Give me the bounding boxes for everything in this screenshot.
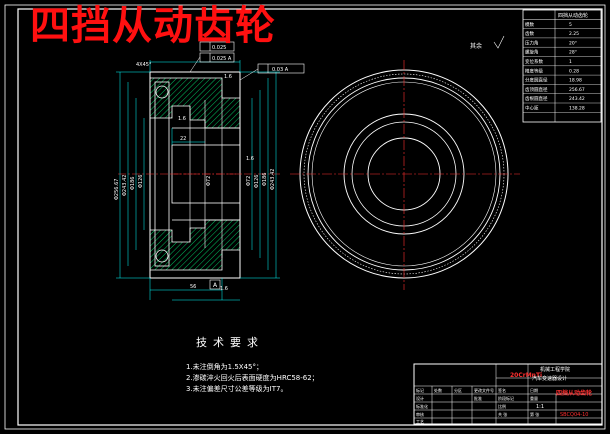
dim-right-3: Φ186 bbox=[262, 173, 268, 186]
dim-outer-diameter: Φ256.67 bbox=[114, 179, 120, 200]
inner-frame bbox=[17, 8, 603, 426]
drawing-title: 四挡从动齿轮 bbox=[30, 3, 276, 49]
title-block-label: 重量 bbox=[530, 395, 538, 401]
title-block-label: 工艺 bbox=[416, 419, 424, 424]
param-table-header: 四挡从动齿轮 bbox=[558, 12, 588, 19]
param-value: 0.28 bbox=[569, 68, 579, 74]
dim-right-2: Φ126 bbox=[254, 175, 260, 188]
hatch-top bbox=[149, 77, 241, 129]
tech-requirement-3: 3.未注偏差尺寸公差等级为IT7。 bbox=[186, 385, 288, 393]
param-value: 20° bbox=[569, 40, 577, 46]
title-block-label: 更改文件号 bbox=[474, 387, 494, 393]
tech-requirement-1: 1.未注倒角为1.5X45°； bbox=[186, 363, 264, 371]
title-block-label: 标记 bbox=[416, 387, 424, 393]
outer-frame bbox=[4, 4, 606, 430]
tech-requirement-2: 2.渗碳淬火回火后表面硬度为HRC58-62； bbox=[186, 374, 319, 382]
param-value: 243.42 bbox=[569, 96, 585, 102]
tb-project: 汽车变速器设计 bbox=[532, 375, 567, 382]
tb-ratio: 1:1 bbox=[536, 404, 544, 410]
title-block-label: 批准 bbox=[474, 395, 482, 401]
dim-right-1: Φ72 bbox=[246, 176, 252, 186]
title-block-label: 分区 bbox=[454, 387, 462, 393]
dim-inner-diameter: Φ72 bbox=[206, 176, 212, 186]
param-value: 28° bbox=[569, 50, 577, 56]
dim-roughness-web: 1.6 bbox=[178, 116, 186, 122]
param-label: 压力角 bbox=[525, 39, 539, 46]
section-view: Φ256.67 Φ243.42 Φ186 Φ126 Φ72 Φ72 Φ126 Φ… bbox=[114, 41, 305, 301]
dim-bore-diameter: Φ126 bbox=[138, 175, 144, 188]
tb-part-name: 四挡从动齿轮 bbox=[556, 389, 592, 397]
dim-roughness-top: 1.6 bbox=[224, 74, 232, 80]
front-view bbox=[290, 60, 520, 290]
tb-material: 20CrMnTi bbox=[510, 372, 542, 379]
title-block-label: 第 张 bbox=[530, 411, 539, 417]
title-block-label: 设计 bbox=[416, 395, 424, 401]
param-label: 中心距 bbox=[525, 105, 539, 112]
param-value: 18.98 bbox=[569, 78, 582, 84]
title-block-label: 标准化 bbox=[416, 403, 428, 409]
tb-drawing-no: SBCQ04-10 bbox=[560, 412, 588, 418]
title-block-label: 签名 bbox=[498, 387, 506, 393]
tech-requirements-heading: 技术要求 bbox=[196, 336, 264, 349]
param-label: 变位系数 bbox=[525, 58, 543, 65]
datum-label: A bbox=[213, 282, 218, 289]
title-block-label: 处数 bbox=[434, 387, 442, 393]
param-label: 分度圆直径 bbox=[525, 77, 548, 84]
dim-web-width: 22 bbox=[180, 136, 186, 142]
tol-frame-a: 0.025 bbox=[212, 45, 226, 51]
title-block-label: 审核 bbox=[416, 411, 424, 417]
dim-roughness-bore: 1.6 bbox=[246, 156, 254, 162]
title-block: 20CrMnTi 机械工程学院 汽车变速器设计 四挡从动齿轮 SBCQ04-10… bbox=[413, 363, 603, 425]
param-value: 2.25 bbox=[569, 31, 579, 37]
tol-frame-c: 0.03 A bbox=[272, 67, 289, 73]
svg-text:其余: 其余 bbox=[470, 42, 482, 50]
param-label: 模数 bbox=[525, 21, 534, 28]
tol-frame-b: 0.025 A bbox=[212, 56, 232, 62]
param-value: 256.67 bbox=[569, 87, 585, 93]
param-label: 精度等级 bbox=[525, 67, 543, 74]
hatch-bottom bbox=[149, 219, 241, 271]
param-label: 齿根圆直径 bbox=[525, 95, 548, 102]
dim-roughness-bottom: 1.6 bbox=[220, 286, 228, 292]
tb-school: 机械工程学院 bbox=[540, 366, 570, 373]
param-value: 5 bbox=[569, 22, 572, 28]
param-value: 138.28 bbox=[569, 106, 585, 112]
title-block-label: 日期 bbox=[530, 387, 538, 393]
dim-chamfer: 4X45° bbox=[136, 62, 152, 68]
dim-right-4: Φ243.42 bbox=[270, 169, 276, 190]
dim-hub-diameter: Φ186 bbox=[130, 177, 136, 190]
dim-total-width: 56 bbox=[190, 284, 196, 290]
roughness-note: 其余 bbox=[470, 35, 505, 50]
title-block-label: 共 张 bbox=[498, 411, 507, 417]
tolerance-frames: 0.025 0.025 A 0.03 A A bbox=[189, 41, 305, 290]
title-block-label: 阶段标记 bbox=[498, 395, 514, 401]
param-label: 螺旋角 bbox=[525, 49, 539, 56]
param-label: 齿顶圆直径 bbox=[525, 86, 548, 93]
dim-root-diameter: Φ243.42 bbox=[122, 175, 128, 196]
title-block-label: 比例 bbox=[498, 403, 506, 409]
param-value: 1 bbox=[569, 59, 572, 65]
param-label: 齿数 bbox=[525, 30, 534, 37]
